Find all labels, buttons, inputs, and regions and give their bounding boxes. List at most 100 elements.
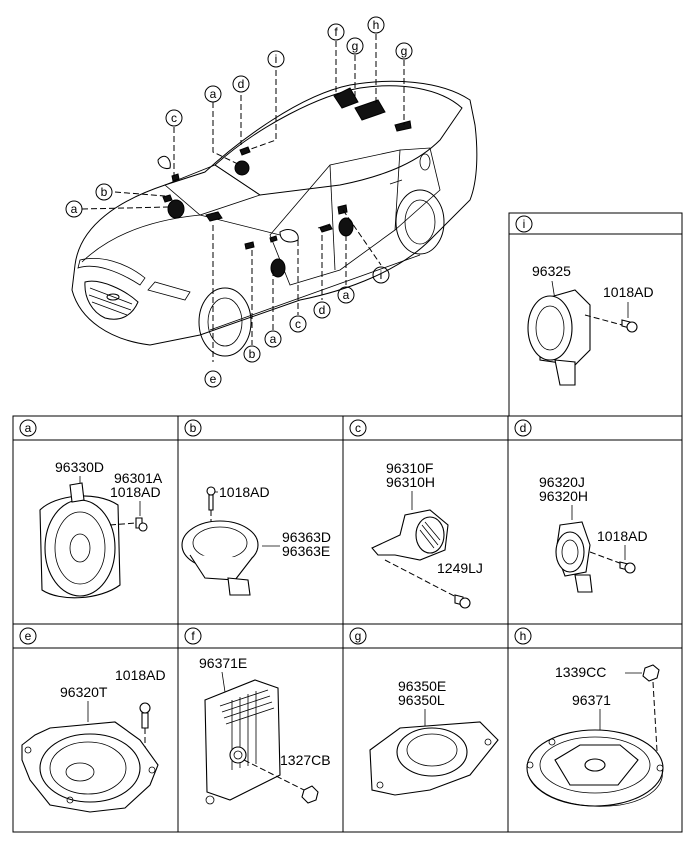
panel-h: 1339CC 96371 [526,664,664,807]
svg-text:b: b [101,185,108,199]
svg-text:a: a [343,288,350,302]
panel-header-c: c [349,419,367,437]
panel-header-e: e [19,627,37,645]
svg-text:c: c [355,421,361,435]
callout-c-top: c [165,109,183,127]
part-number: 96310H [386,474,435,490]
tweeter-speaker-drawing [527,289,591,386]
bolt-drawing [619,561,636,574]
svg-text:f: f [191,629,195,643]
callout-g-right: g [395,42,413,60]
part-number: 96371 [572,692,611,708]
svg-text:c: c [171,111,177,125]
callout-b-left: b [95,183,113,201]
svg-text:d: d [319,303,326,317]
part-number: 96371E [199,655,247,671]
part-number: 96310F [386,460,433,476]
part-number: 96330D [55,459,104,475]
panel-header-h: h [514,627,532,645]
panel-header-f: f [184,627,202,645]
bolt-drawing [206,486,216,511]
part-number: 96363E [282,543,330,559]
callout-a-right: a [337,286,355,304]
callout-e-bottom: e [204,370,222,388]
nut-drawing [301,785,319,804]
part-number: 1018AD [219,484,270,500]
part-number: 96320H [539,488,588,504]
panel-d: 96320J 96320H 1018AD [539,474,648,593]
part-number: 96320J [539,474,585,490]
svg-text:f: f [334,25,338,39]
callout-leaders [81,34,405,362]
panel-frames [12,212,683,833]
callout-f-top: f [327,23,345,41]
bolt-drawing [621,319,638,333]
svg-text:b: b [190,421,197,435]
center-speaker-drawing [21,721,159,813]
part-number: 96363D [282,529,331,545]
panel-header-d: d [514,419,532,437]
tweeter-speaker-drawing [555,521,593,593]
svg-text:i: i [275,52,278,66]
svg-text:b: b [249,347,256,361]
svg-text:g: g [352,39,359,53]
callout-g-top: g [346,37,364,55]
panel-e: 1018AD 96320T [21,667,166,813]
part-number: 1249LJ [437,560,483,576]
callout-a-bottom: a [264,330,282,348]
panel-f: 96371E 1327CB [199,655,331,805]
svg-text:e: e [210,372,217,386]
part-number: 1018AD [603,284,654,300]
svg-text:d: d [238,77,245,91]
tweeter-bracket-drawing [371,509,449,561]
part-number: 1327CB [280,752,331,768]
bolt-drawing [454,594,471,609]
amplifier-drawing [204,679,281,805]
nut-drawing [642,664,660,682]
part-number: 96350E [398,678,446,694]
panel-header-g: g [349,627,367,645]
part-number: 1018AD [597,528,648,544]
callout-d-bottom: d [313,301,331,319]
panel-header-b: b [184,419,202,437]
part-number: 96325 [532,263,571,279]
tweeter-speaker-drawing [181,520,259,596]
svg-text:a: a [71,202,78,216]
rear-speaker-drawing [369,721,499,796]
part-number: 1018AD [110,484,161,500]
svg-text:h: h [520,629,527,643]
panel-c: 96310F 96310H 1249LJ [371,460,483,609]
svg-text:c: c [295,317,301,331]
panel-g: 96350E 96350L [369,678,499,796]
panel-b: 1018AD 96363D 96363E [181,484,331,596]
panel-header-i: i [515,215,533,233]
callout-d-top: d [232,75,250,93]
callout-circles: c b a a d i f g h g e b a c d a i [65,16,413,388]
callout-a-top: a [204,85,222,103]
callout-i-top: i [267,50,285,68]
panel-a: 96330D 96301A 1018AD [39,459,163,599]
part-number: 1018AD [115,667,166,683]
svg-text:a: a [25,421,32,435]
part-number: 96350L [398,692,445,708]
part-number: 1339CC [555,664,606,680]
svg-text:a: a [210,87,217,101]
panel-header-a: a [19,419,37,437]
callout-a-left: a [65,200,83,218]
part-number: 96320T [60,684,108,700]
car-illustration [71,80,478,357]
callout-c-bottom: c [289,315,307,333]
bolt-drawing [139,702,151,729]
door-speaker-drawing [39,482,121,599]
svg-text:d: d [520,421,527,435]
callout-i-right: i [372,266,390,284]
svg-text:h: h [373,18,380,32]
svg-text:i: i [380,268,383,282]
callout-h-top: h [367,16,385,34]
bolt-drawing [135,517,148,532]
svg-text:g: g [401,44,408,58]
svg-text:a: a [270,332,277,346]
svg-text:i: i [523,217,526,231]
panel-i: 96325 1018AD [527,263,654,386]
